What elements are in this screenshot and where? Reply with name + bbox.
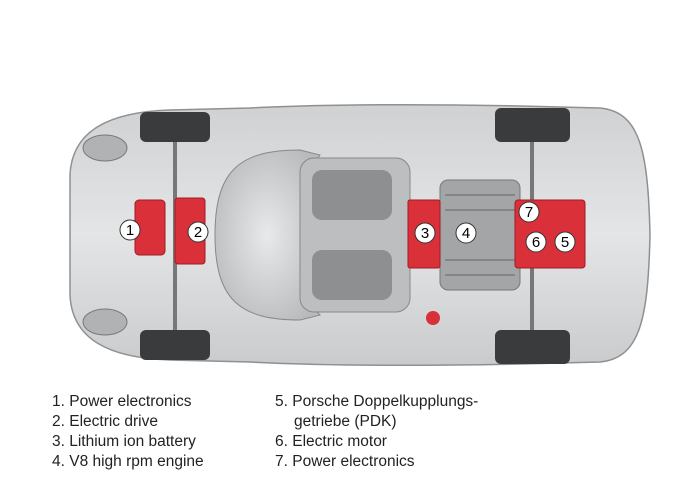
marker-6: 6 [525,231,547,253]
svg-text:1: 1 [126,222,134,239]
svg-text:6: 6 [532,234,540,251]
legend-item-5: 5. Porsche Doppelkupplungs- [275,393,479,410]
svg-text:2: 2 [194,224,202,241]
marker-5: 5 [554,231,576,253]
legend-item-6: 6. Electric motor [275,433,387,450]
svg-text:4: 4 [462,225,470,242]
legend-item-7: 7. Power electronics [275,453,415,470]
marker-2: 2 [187,221,209,243]
marker-7: 7 [518,201,540,223]
legend-item-2: 2. Electric drive [52,413,158,430]
marker-3: 3 [414,222,436,244]
wheels [140,108,570,364]
marker-4: 4 [455,222,477,244]
svg-text:5: 5 [561,234,569,251]
legend-item-5-continued: getriebe (PDK) [294,413,397,430]
engine-bay [439,179,521,291]
legend-right: 5. Porsche Doppelkupplungs- getriebe (PD… [275,392,478,472]
car-diagram: 1 2 3 4 5 6 7 [69,103,651,367]
marker-1: 1 [119,219,141,241]
svg-text:7: 7 [525,204,533,221]
svg-text:3: 3 [421,225,429,242]
legend-item-4: 4. V8 high rpm engine [52,453,204,470]
legend-left: 1. Power electronics 2. Electric drive 3… [52,392,204,472]
legend-item-3: 3. Lithium ion battery [52,433,196,450]
legend-item-1: 1. Power electronics [52,393,192,410]
